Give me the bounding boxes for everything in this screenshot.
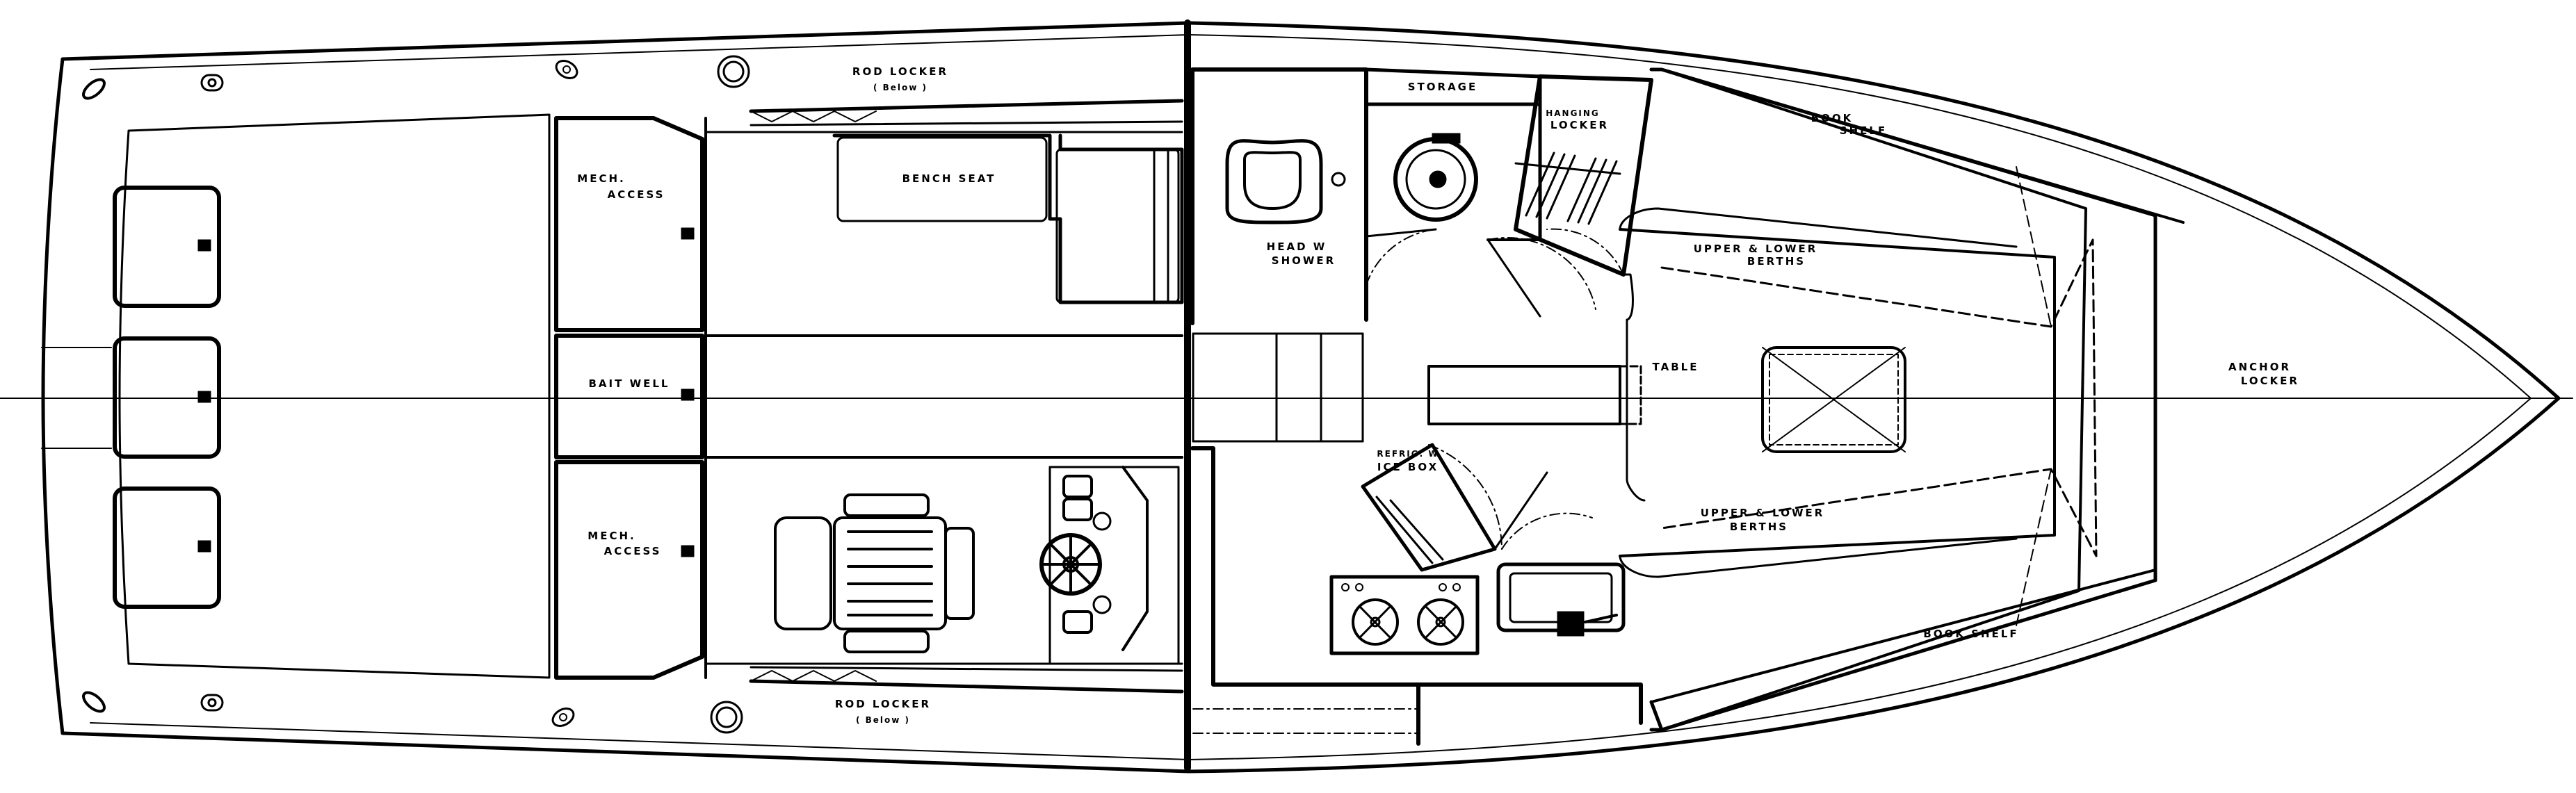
bench-seat <box>832 133 1184 304</box>
v-berth <box>1649 67 2157 732</box>
label-bait-well: BAIT WELL <box>589 377 670 390</box>
label-mech-access-bottom-2: ACCESS <box>604 545 662 557</box>
label-bench-seat: BENCH SEAT <box>902 172 996 185</box>
transom-box-bottom <box>113 487 221 609</box>
transom-box-top <box>113 186 221 308</box>
hull-outline <box>41 21 2561 774</box>
stove <box>1329 575 1480 655</box>
label-hanging-locker-2: LOCKER <box>1550 119 1609 131</box>
chock-port <box>200 74 224 92</box>
chock-starboard <box>200 694 224 712</box>
label-book-shelf-bottom: BOOK SHELF <box>1923 628 2018 640</box>
hanging-locker <box>1514 74 1653 277</box>
label-berths-top-1: UPPER & LOWER <box>1694 243 1818 255</box>
label-anchor-locker-2: LOCKER <box>2241 375 2299 387</box>
label-book-shelf-top-2: SHELF <box>1840 124 1887 137</box>
label-book-shelf-top-1: BOOK <box>1811 112 1854 124</box>
label-table: TABLE <box>1653 361 1699 373</box>
label-refrig-2: ICE BOX <box>1377 461 1439 473</box>
label-berths-bottom-1: UPPER & LOWER <box>1701 507 1825 519</box>
label-mech-access-top-1: MECH. <box>577 172 625 185</box>
rod-holder-port <box>717 55 750 88</box>
head-compartment <box>1190 67 1368 325</box>
label-rod-locker-top: ROD LOCKER <box>852 65 948 78</box>
table <box>1761 346 1906 453</box>
label-berths-bottom-2: BERTHS <box>1730 521 1788 533</box>
rod-holder-starboard <box>710 701 743 734</box>
hull-inner-line <box>90 34 2532 760</box>
cockpit-outline <box>118 113 551 679</box>
mech-access-bottom-hatch <box>554 460 704 680</box>
fitting-port-mid <box>555 60 578 79</box>
label-rod-locker-top-sub: ( Below ) <box>873 83 927 92</box>
label-mech-access-bottom-1: MECH. <box>588 530 635 542</box>
label-head-shower-2: SHOWER <box>1272 254 1336 267</box>
label-refrig-1: REFRIG. W <box>1377 449 1439 459</box>
label-head-shower-1: HEAD W <box>1267 240 1327 253</box>
galley-outline <box>1190 446 1643 746</box>
helm-station <box>1039 466 1180 665</box>
bait-well-hatch <box>554 334 704 459</box>
label-mech-access-top-2: ACCESS <box>608 188 665 201</box>
label-anchor-locker-1: ANCHOR <box>2228 361 2291 373</box>
transom-box-mid <box>113 336 221 459</box>
label-hanging-locker-1: HANGING <box>1546 108 1600 118</box>
labels: ROD LOCKER ( Below ) ROD LOCKER ( Below … <box>577 65 2299 725</box>
label-rod-locker-bottom-sub: ( Below ) <box>856 715 910 725</box>
cleat-port-aft <box>82 78 106 100</box>
drawing-lines <box>0 19 2573 774</box>
label-berths-top-2: BERTHS <box>1747 255 1806 268</box>
engine <box>774 493 975 653</box>
label-storage: STORAGE <box>1408 81 1478 93</box>
cleat-starboard-aft <box>82 691 106 713</box>
label-rod-locker-bottom: ROD LOCKER <box>835 698 931 710</box>
fitting-starboard-mid <box>551 708 575 727</box>
mech-access-top-hatch <box>554 116 704 332</box>
